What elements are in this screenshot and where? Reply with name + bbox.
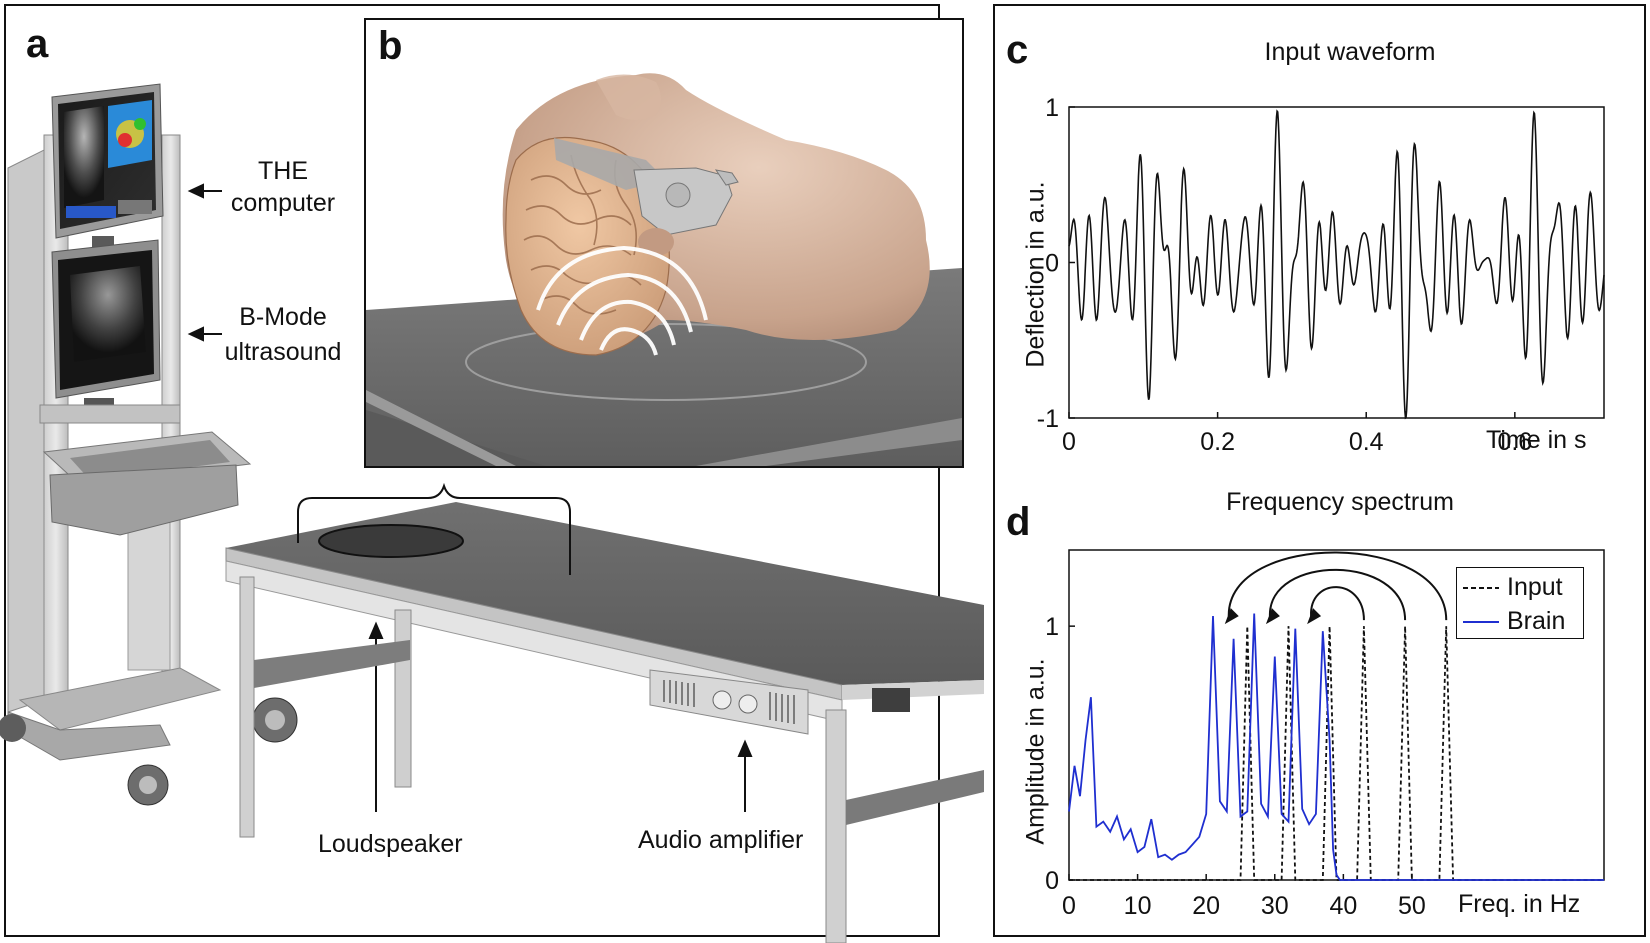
ultrasound-cart: [0, 83, 298, 806]
panel-a-frame: [4, 4, 940, 937]
label-bmode-line1: B-Mode: [239, 303, 327, 331]
label-the-line1: THE: [258, 157, 308, 185]
panel-cd-frame: [993, 4, 1646, 937]
chart-c-title: Input waveform: [1264, 38, 1436, 66]
panel-b-inset: b: [364, 18, 964, 468]
chart-c-xlabel: Time in s: [1486, 426, 1587, 454]
label-bmode-ultrasound: B-Mode ultrasound: [208, 300, 358, 370]
panel-b-illustration: [366, 73, 962, 466]
panel-b-letter: b: [378, 24, 403, 68]
transducer: [554, 138, 739, 236]
chart-d-legend: Input Brain: [1456, 567, 1584, 639]
chart-d-xlabel: Freq. in Hz: [1458, 890, 1581, 918]
loudspeaker-opening: [318, 524, 464, 558]
chart-d-title: Frequency spectrum: [1226, 488, 1454, 516]
legend-brain-label: Brain: [1507, 607, 1566, 635]
chart-d-ylabel: Amplitude in a.u.: [1021, 658, 1050, 845]
treatment-table: [225, 502, 984, 943]
label-the-computer: THE computer: [208, 155, 358, 219]
panel-a-letter: a: [26, 22, 49, 66]
label-the-line2: computer: [230, 189, 336, 217]
label-bmode-line2: ultrasound: [224, 338, 342, 366]
label-audio-amplifier: Audio amplifier: [638, 826, 804, 854]
panel-d-letter: d: [1006, 500, 1031, 544]
legend-input-label: Input: [1507, 573, 1563, 601]
bracket: [297, 482, 571, 575]
panel-c-letter: c: [1006, 28, 1029, 72]
chart-c-ylabel: Deflection in a.u.: [1021, 181, 1050, 368]
label-loudspeaker: Loudspeaker: [318, 830, 463, 858]
